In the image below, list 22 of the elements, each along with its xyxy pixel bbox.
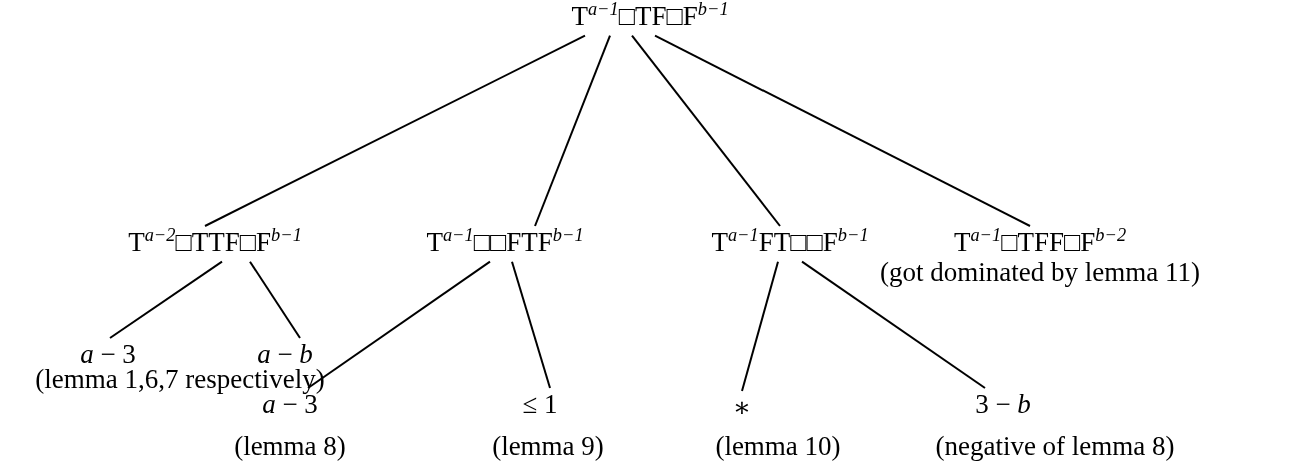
lemma-note: (lemma 8) [234,432,346,462]
tree-branch-line [511,260,551,389]
value-text: ≤ 1 [522,390,558,420]
lemma-note: (lemma 10) [715,432,841,462]
tree-branch-line [631,34,781,227]
lemma-note: (negative of lemma 8) [935,432,1175,462]
tree-branch-line [741,260,779,392]
value-text: 3 − b [975,390,1031,420]
state-text: T$^{a−1}$FT□□F$^{b−1}$ [711,228,869,258]
state-text: T$^{a−1}$□TFF□F$^{b−2}$ [953,228,1127,258]
tree-branch-line [249,260,301,339]
tree-branch-line [204,34,586,227]
lemma-note: (lemma 9) [492,432,604,462]
state-text: T$^{a−1}$□□FTF$^{b−1}$ [426,228,584,258]
tree-branch-line [109,260,223,339]
value-text: ∗ [732,393,752,423]
lemma-note: (got dominated by lemma 11) [880,258,1200,288]
state-text: T$^{a−2}$□TTF□F$^{b−1}$ [128,228,302,258]
tree-branch-line [534,34,611,227]
state-text: T$^{a−1}$□TF□F$^{b−1}$ [571,2,729,32]
tree-branch-line [654,34,1031,227]
tree-branch-line [801,260,986,389]
